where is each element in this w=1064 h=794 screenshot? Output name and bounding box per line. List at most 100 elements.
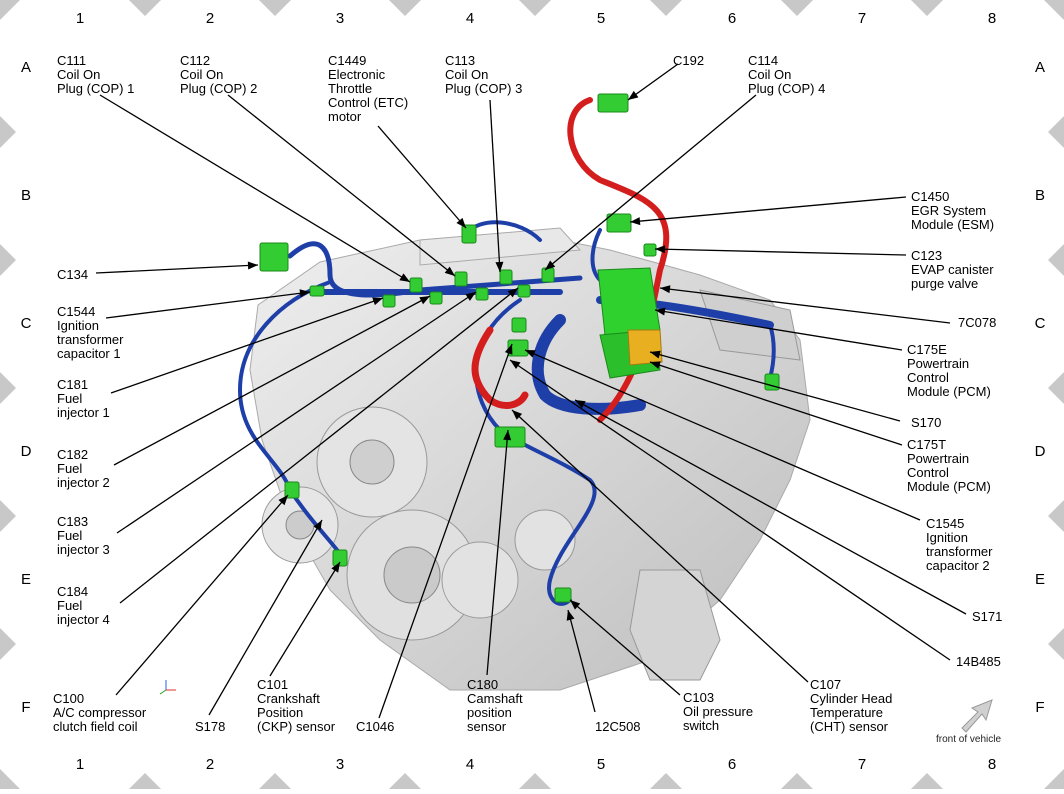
label-c1545: C1545 Ignition transformer capacitor 2 [926, 516, 993, 573]
arrowhead-c1449 [456, 217, 466, 228]
marker-right-2 [1048, 372, 1064, 404]
leader-c103 [569, 599, 681, 696]
marker-bottom-2 [389, 773, 421, 789]
arrowhead-c175t [650, 361, 661, 369]
marker-right-4 [1048, 628, 1064, 660]
label-c100: C100 A/C compressor clutch field coil [53, 691, 147, 734]
label-s178: S178 [195, 719, 226, 734]
connector-c101 [332, 549, 348, 567]
leader-c1046 [378, 343, 513, 719]
leader-c1545 [524, 349, 921, 521]
marker-corner-3 [1044, 769, 1064, 789]
label-c113: C113 Coil On Plug (COP) 3 [445, 53, 523, 96]
label-c192: C192 [673, 53, 705, 68]
grid-column-8-bottom: 8 [987, 756, 997, 773]
arrowhead-s170 [650, 350, 661, 359]
grid-column-3-top: 3 [335, 10, 345, 27]
grid-column-7-top: 7 [857, 10, 867, 27]
connector-c184 [517, 284, 531, 298]
pcm-module [597, 267, 663, 379]
leader-c192 [627, 63, 679, 101]
leader-s171 [574, 399, 967, 615]
leader-c114 [544, 94, 757, 271]
connector-c112 [454, 271, 468, 287]
label-c1046: C1046 [356, 719, 395, 734]
marker-left-0 [0, 116, 16, 148]
connector-c1544 [309, 285, 325, 297]
leader-s178 [208, 519, 323, 716]
label-c103: C103 Oil pressure switch [683, 690, 754, 733]
grid-column-7-bottom: 7 [857, 756, 867, 773]
arrowhead-c103 [570, 600, 581, 610]
leader-c123 [654, 248, 907, 256]
leader-c112 [227, 94, 456, 277]
arrowhead-12c508 [566, 610, 575, 621]
grid-column-6-top: 6 [727, 10, 737, 27]
marker-top-0 [129, 0, 161, 16]
marker-left-4 [0, 628, 16, 660]
leader-c175e [654, 309, 903, 351]
arrowhead-c107 [512, 410, 523, 420]
label-c114: C114 Coil On Plug (COP) 4 [748, 53, 826, 96]
axis-glyph-icon [159, 680, 176, 695]
grid-row-D-right: D [1034, 443, 1046, 460]
grid-column-5-bottom: 5 [596, 756, 606, 773]
arrowhead-c181 [372, 297, 383, 306]
leader-c181 [110, 297, 384, 394]
leader-c180 [486, 429, 509, 676]
arrowhead-c180 [503, 430, 512, 441]
connector-c1545 [511, 317, 527, 333]
connector-c192 [597, 93, 629, 113]
arrowhead-c175e [655, 307, 666, 316]
grid-row-E-right: E [1034, 571, 1045, 588]
marker-top-2 [389, 0, 421, 16]
grid-row-F-left: F [21, 699, 31, 716]
leader-c1449 [377, 125, 467, 229]
marker-bottom-0 [129, 773, 161, 789]
label-14b485: 14B485 [956, 654, 1001, 669]
marker-bottom-6 [911, 773, 943, 789]
grid-column-1-top: 1 [75, 10, 85, 27]
connector-c1046 [507, 339, 529, 357]
connector-c134 [259, 242, 289, 272]
arrowhead-14b485 [510, 360, 521, 369]
connector-c183 [475, 287, 489, 301]
grid-row-B-left: B [20, 187, 31, 204]
arrowhead-c1544 [299, 289, 310, 298]
grid-column-3-bottom: 3 [335, 756, 345, 773]
arrowhead-c101 [331, 562, 340, 573]
marker-left-2 [0, 372, 16, 404]
leader-14b485 [509, 359, 951, 661]
leader-c1544 [105, 291, 311, 319]
marker-top-1 [259, 0, 291, 16]
marker-right-3 [1048, 500, 1064, 532]
arrowhead-c182 [419, 296, 430, 305]
arrowhead-c111 [399, 273, 410, 282]
marker-bottom-4 [650, 773, 682, 789]
connector-c113 [499, 269, 513, 285]
grid-column-5-top: 5 [596, 10, 606, 27]
connector-c181 [382, 294, 396, 308]
marker-top-4 [650, 0, 682, 16]
label-12c508: 12C508 [595, 719, 641, 734]
label-c184: C184 Fuel injector 4 [57, 584, 110, 627]
label-c1449: C1449 Electronic Throttle Control (ETC) … [328, 53, 409, 124]
connector-c1449 [461, 224, 477, 244]
arrowhead-s178 [313, 520, 322, 531]
connector-c114 [541, 267, 555, 283]
arrowhead-c123 [655, 245, 666, 254]
marker-top-6 [911, 0, 943, 16]
grid-row-E-left: E [20, 571, 31, 588]
leader-c183 [116, 291, 477, 534]
marker-left-1 [0, 244, 16, 276]
grid-row-D-left: D [20, 443, 32, 460]
leader-c175t [649, 361, 903, 446]
leader-lines [95, 63, 967, 719]
label-c180: C180 Camshaft position sensor [467, 677, 523, 734]
marker-bottom-3 [519, 773, 551, 789]
marker-bottom-1 [259, 773, 291, 789]
label-c134: C134 [57, 267, 89, 282]
marker-corner-0 [0, 0, 20, 20]
label-c182: C182 Fuel injector 2 [57, 447, 110, 490]
